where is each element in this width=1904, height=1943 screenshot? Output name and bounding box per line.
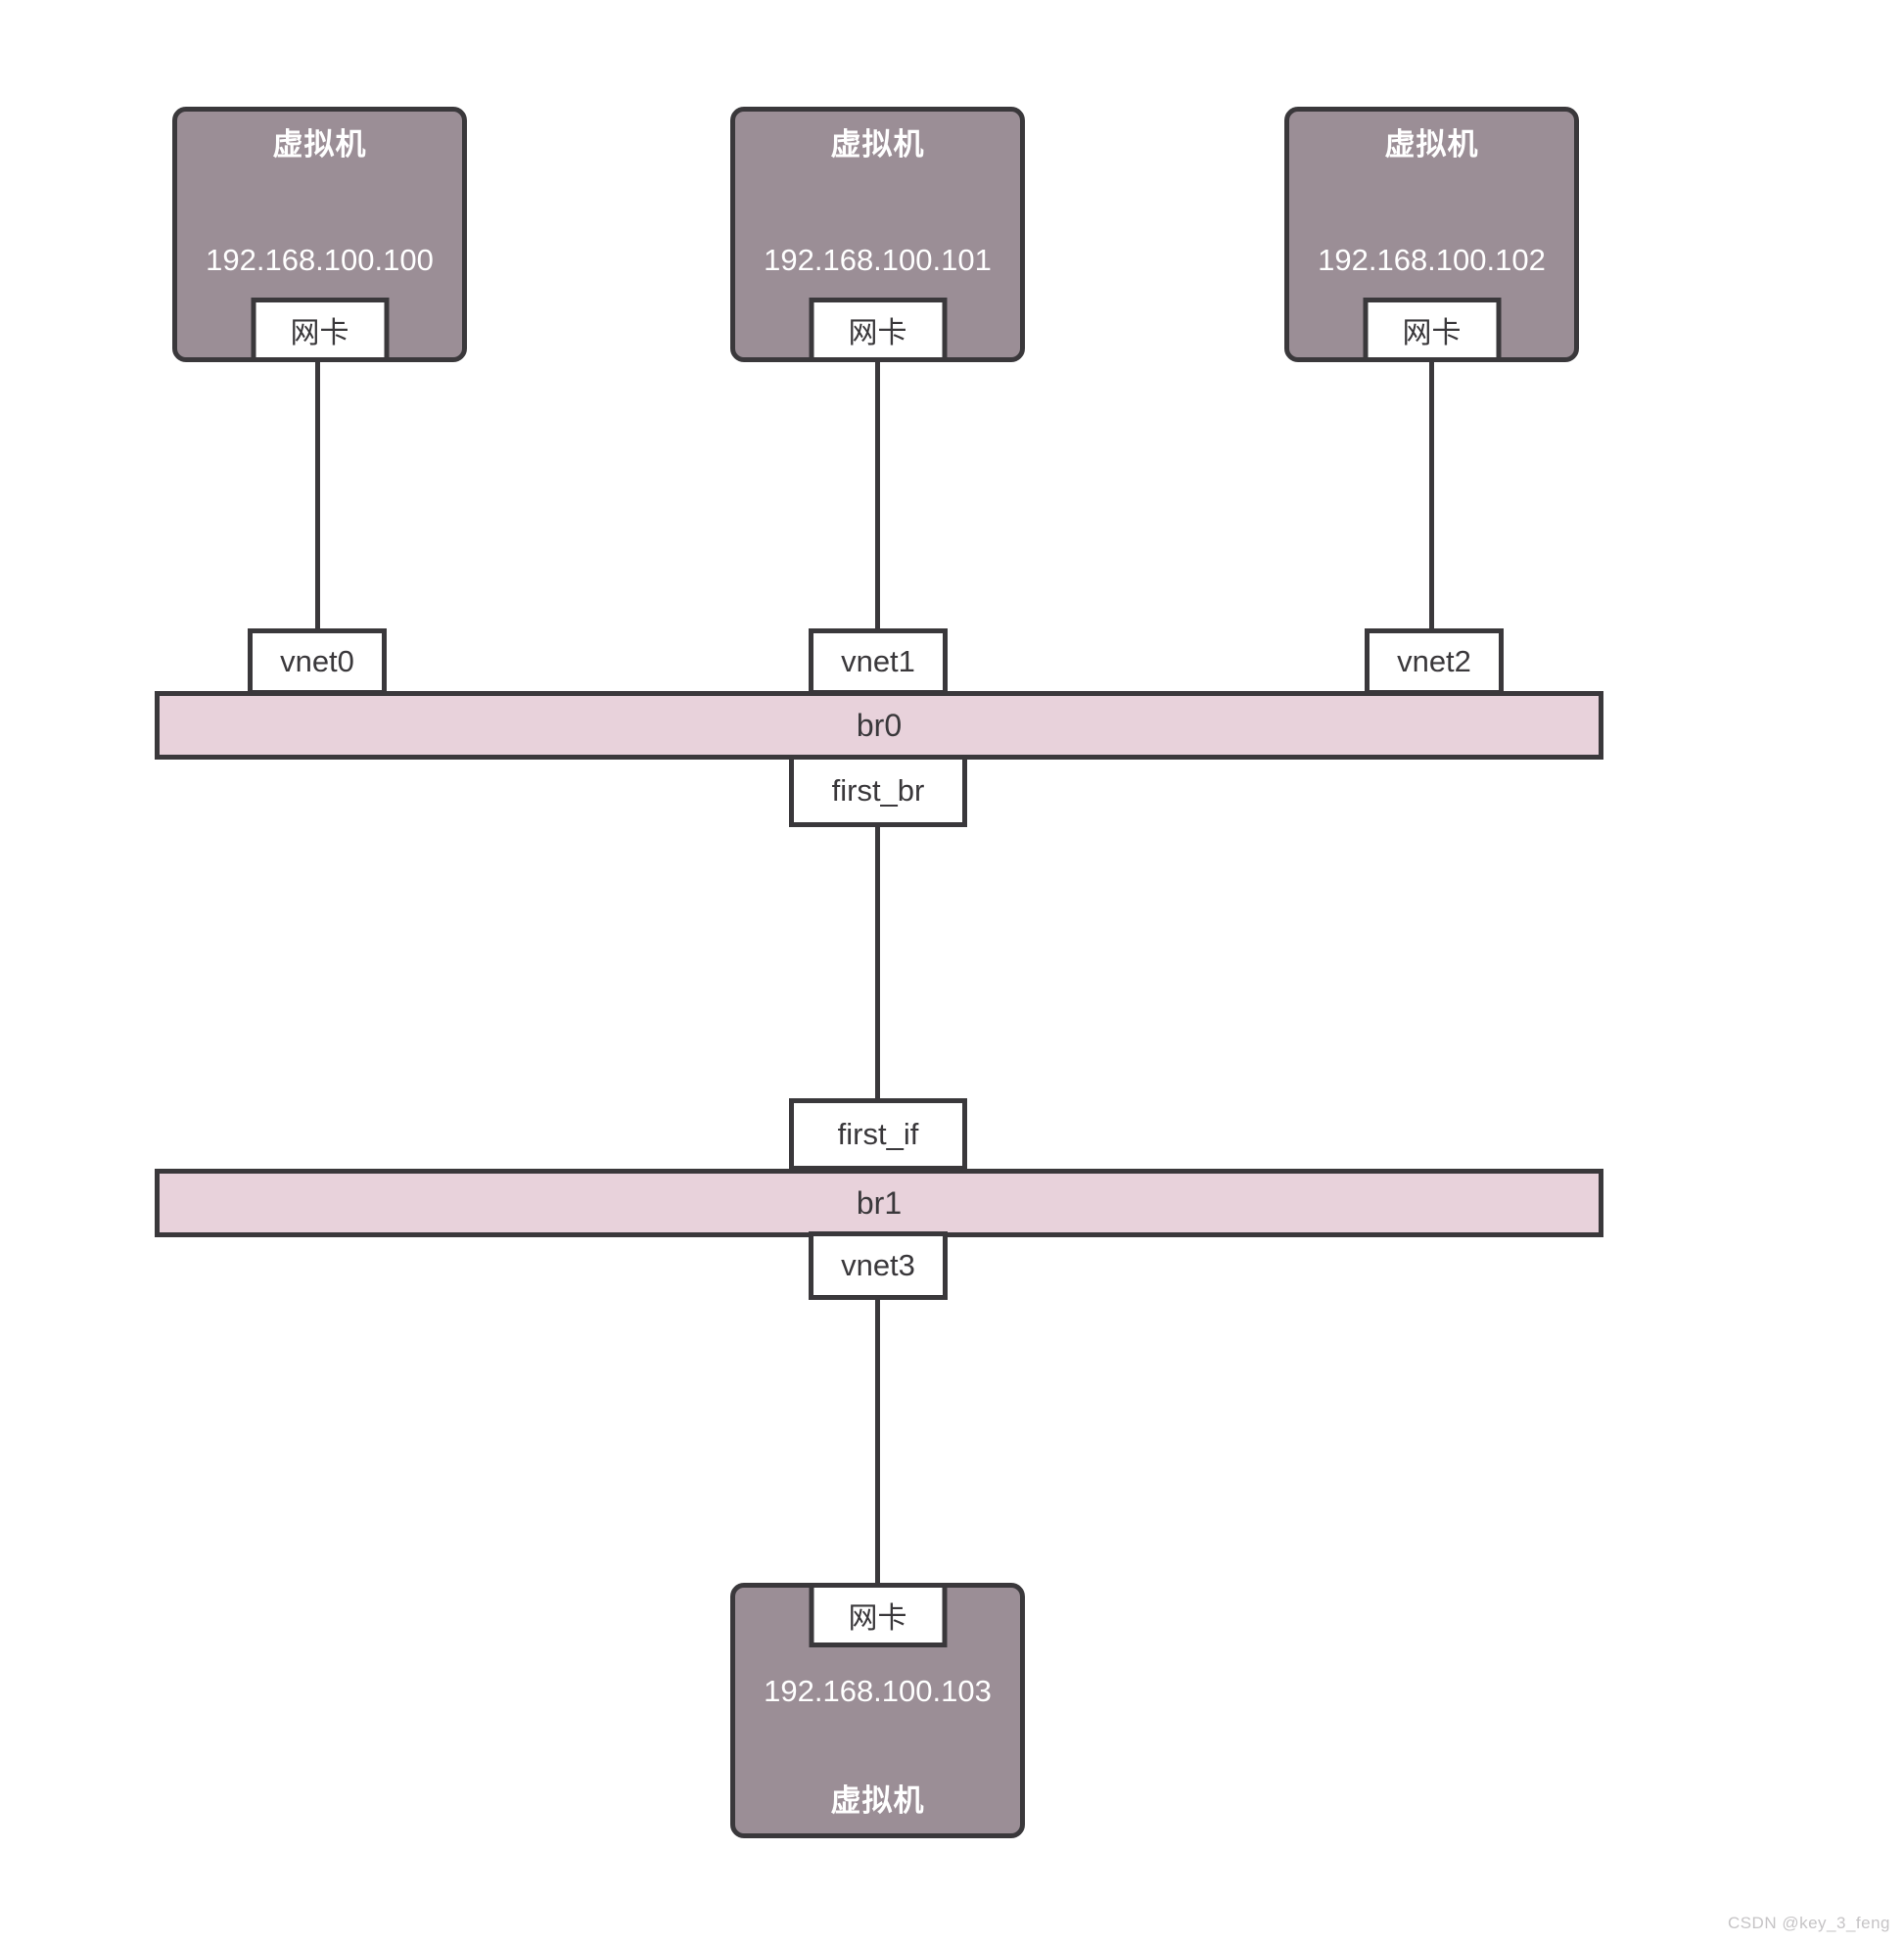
vnet3-box: vnet3 (809, 1231, 948, 1300)
vnet1-box: vnet1 (809, 628, 948, 695)
link-firstbr-firstif (875, 825, 880, 1102)
vm4-nic-label: 网卡 (848, 1602, 907, 1635)
vm2-nic-label: 网卡 (848, 317, 907, 349)
vnet2-label: vnet2 (1397, 644, 1471, 678)
vm2-ip: 192.168.100.101 (764, 243, 992, 277)
vm2-nic-box: 网卡 (809, 298, 947, 362)
br0-label: br0 (856, 707, 903, 743)
vm-box-4: 网卡 192.168.100.103 虚拟机 (730, 1583, 1025, 1838)
bridge-br0: br0 (155, 691, 1603, 760)
vm-box-1: 虚拟机 192.168.100.100 网卡 (172, 107, 467, 362)
vm3-label: 虚拟机 (1384, 127, 1479, 162)
vm3-nic-label: 网卡 (1402, 317, 1462, 349)
link-vnet3-vm4 (875, 1298, 880, 1587)
vnet0-label: vnet0 (280, 644, 354, 678)
vm1-nic-box: 网卡 (251, 298, 389, 362)
vnet3-label: vnet3 (841, 1248, 915, 1282)
vnet1-label: vnet1 (841, 644, 915, 678)
link-vm3-vnet2 (1429, 358, 1434, 632)
first-br-box: first_br (789, 755, 967, 827)
vm1-label: 虚拟机 (272, 127, 367, 162)
first-br-label: first_br (831, 773, 925, 808)
vm3-nic-box: 网卡 (1363, 298, 1501, 362)
vm1-nic-label: 网卡 (290, 317, 349, 349)
link-vm2-vnet1 (875, 358, 880, 632)
vm-box-2: 虚拟机 192.168.100.101 网卡 (730, 107, 1025, 362)
vm3-ip: 192.168.100.102 (1318, 243, 1546, 277)
vnet2-box: vnet2 (1365, 628, 1504, 695)
csdn-watermark: CSDN @key_3_feng (1727, 1914, 1890, 1932)
vm4-nic-box: 网卡 (809, 1583, 947, 1647)
vm4-label: 虚拟机 (830, 1783, 925, 1818)
br1-label: br1 (856, 1184, 903, 1221)
vm4-ip: 192.168.100.103 (764, 1674, 992, 1708)
vm-box-3: 虚拟机 192.168.100.102 网卡 (1284, 107, 1579, 362)
vm2-label: 虚拟机 (830, 127, 925, 162)
vnet0-box: vnet0 (248, 628, 387, 695)
first-if-box: first_if (789, 1098, 967, 1171)
link-vm1-vnet0 (315, 358, 320, 632)
first-if-label: first_if (837, 1117, 919, 1151)
vm1-ip: 192.168.100.100 (206, 243, 434, 277)
bridge-br1: br1 (155, 1169, 1603, 1237)
